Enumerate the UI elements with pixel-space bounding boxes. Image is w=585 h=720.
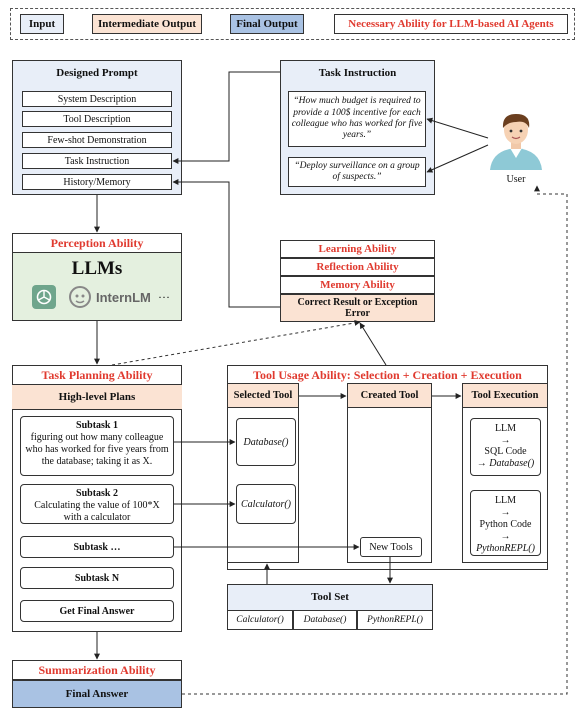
exec-sql-code: SQL Code xyxy=(484,446,527,457)
designed-prompt-panel: Designed Prompt xyxy=(12,60,182,195)
user-icon xyxy=(490,114,542,170)
subtask-2-title: Subtask 2 xyxy=(76,488,118,499)
subtask-1-title: Subtask 1 xyxy=(76,420,118,431)
task-instruction-title: Task Instruction xyxy=(318,67,397,79)
legend-bar xyxy=(10,8,575,40)
prompt-item-task: Task Instruction xyxy=(22,153,172,169)
subtask-n: Subtask N xyxy=(20,567,174,589)
internlm-logo-icon xyxy=(69,286,91,308)
prompt-item-fewshot: Few-shot Demonstration xyxy=(22,132,172,148)
exec-py-llm: LLM xyxy=(494,495,517,506)
get-final-answer-step: Get Final Answer xyxy=(20,600,174,622)
down-arrow-icon: → xyxy=(500,531,511,542)
subtask-2-text: Calculating the value of 100*X with a ca… xyxy=(34,500,160,523)
learning-ability: Learning Ability xyxy=(280,240,435,258)
toolset-database: Database() xyxy=(293,610,357,630)
legend-input: Input xyxy=(20,14,64,34)
planning-title: Task Planning Ability xyxy=(41,367,153,382)
legend-final: Final Output xyxy=(230,14,304,34)
execution-sql: LLM → SQL Code → Database() xyxy=(470,418,541,476)
subtask-more: Subtask … xyxy=(20,536,174,558)
task-quote-surveillance: “Deploy surveillance on a group of suspe… xyxy=(288,157,426,187)
exec-py-code: Python Code xyxy=(479,519,532,530)
selected-tool-calculator: Calculator() xyxy=(236,484,296,524)
legend-intermediate: Intermediate Output xyxy=(92,14,202,34)
internlm-label: InternLM xyxy=(96,290,151,305)
exec-sql-target: Database() xyxy=(489,457,535,469)
legend-ability: Necessary Ability for LLM-based AI Agent… xyxy=(334,14,568,34)
tool-execution-header: Tool Execution xyxy=(463,384,547,408)
openai-logo-icon xyxy=(32,285,56,309)
created-tool-header: Created Tool xyxy=(348,384,431,408)
reflection-ability: Reflection Ability xyxy=(280,258,435,276)
high-level-plans-header: High-level Plans xyxy=(12,384,182,410)
user-label: User xyxy=(506,173,526,185)
created-tool-column xyxy=(347,383,432,563)
execution-python: LLM → Python Code → PythonREPL() xyxy=(470,490,541,556)
tool-set-title: Tool Set xyxy=(311,591,349,603)
final-answer: Final Answer xyxy=(12,680,182,708)
memory-ability: Memory Ability xyxy=(280,276,435,294)
toolset-pythonrepl: PythonREPL() xyxy=(357,610,433,630)
designed-prompt-title: Designed Prompt xyxy=(56,67,138,79)
subtask-1: Subtask 1 figuring out how many colleagu… xyxy=(20,416,174,476)
exec-sql-llm: LLM xyxy=(494,423,517,434)
more-models-ellipsis: ··· xyxy=(158,290,170,304)
prompt-item-system: System Description xyxy=(22,91,172,107)
selected-tool-column xyxy=(227,383,299,563)
subtask-2: Subtask 2 Calculating the value of 100*X… xyxy=(20,484,174,524)
prompt-item-history: History/Memory xyxy=(22,174,172,190)
new-tools: New Tools xyxy=(360,537,422,557)
selected-tool-header: Selected Tool xyxy=(228,384,298,408)
exec-py-target: PythonREPL() xyxy=(476,543,535,554)
tool-usage-title: Tool Usage Ability: Selection + Creation… xyxy=(253,367,522,382)
toolset-calculator: Calculator() xyxy=(227,610,293,630)
exec-sql-target-row: → Database() xyxy=(471,458,540,470)
llms-label: LLMs xyxy=(71,258,123,279)
down-arrow-icon: → xyxy=(500,507,511,518)
prompt-item-tool: Tool Description xyxy=(22,111,172,127)
selected-tool-database: Database() xyxy=(236,418,296,466)
right-arrow-icon: → xyxy=(476,457,487,469)
summarization-title: Summarization Ability xyxy=(12,660,182,680)
task-quote-budget: “How much budget is required to provide … xyxy=(288,91,426,147)
down-arrow-icon: → xyxy=(500,434,511,446)
perception-title: Perception Ability xyxy=(12,233,182,253)
subtask-1-text: figuring out how many colleague who has … xyxy=(25,432,169,467)
